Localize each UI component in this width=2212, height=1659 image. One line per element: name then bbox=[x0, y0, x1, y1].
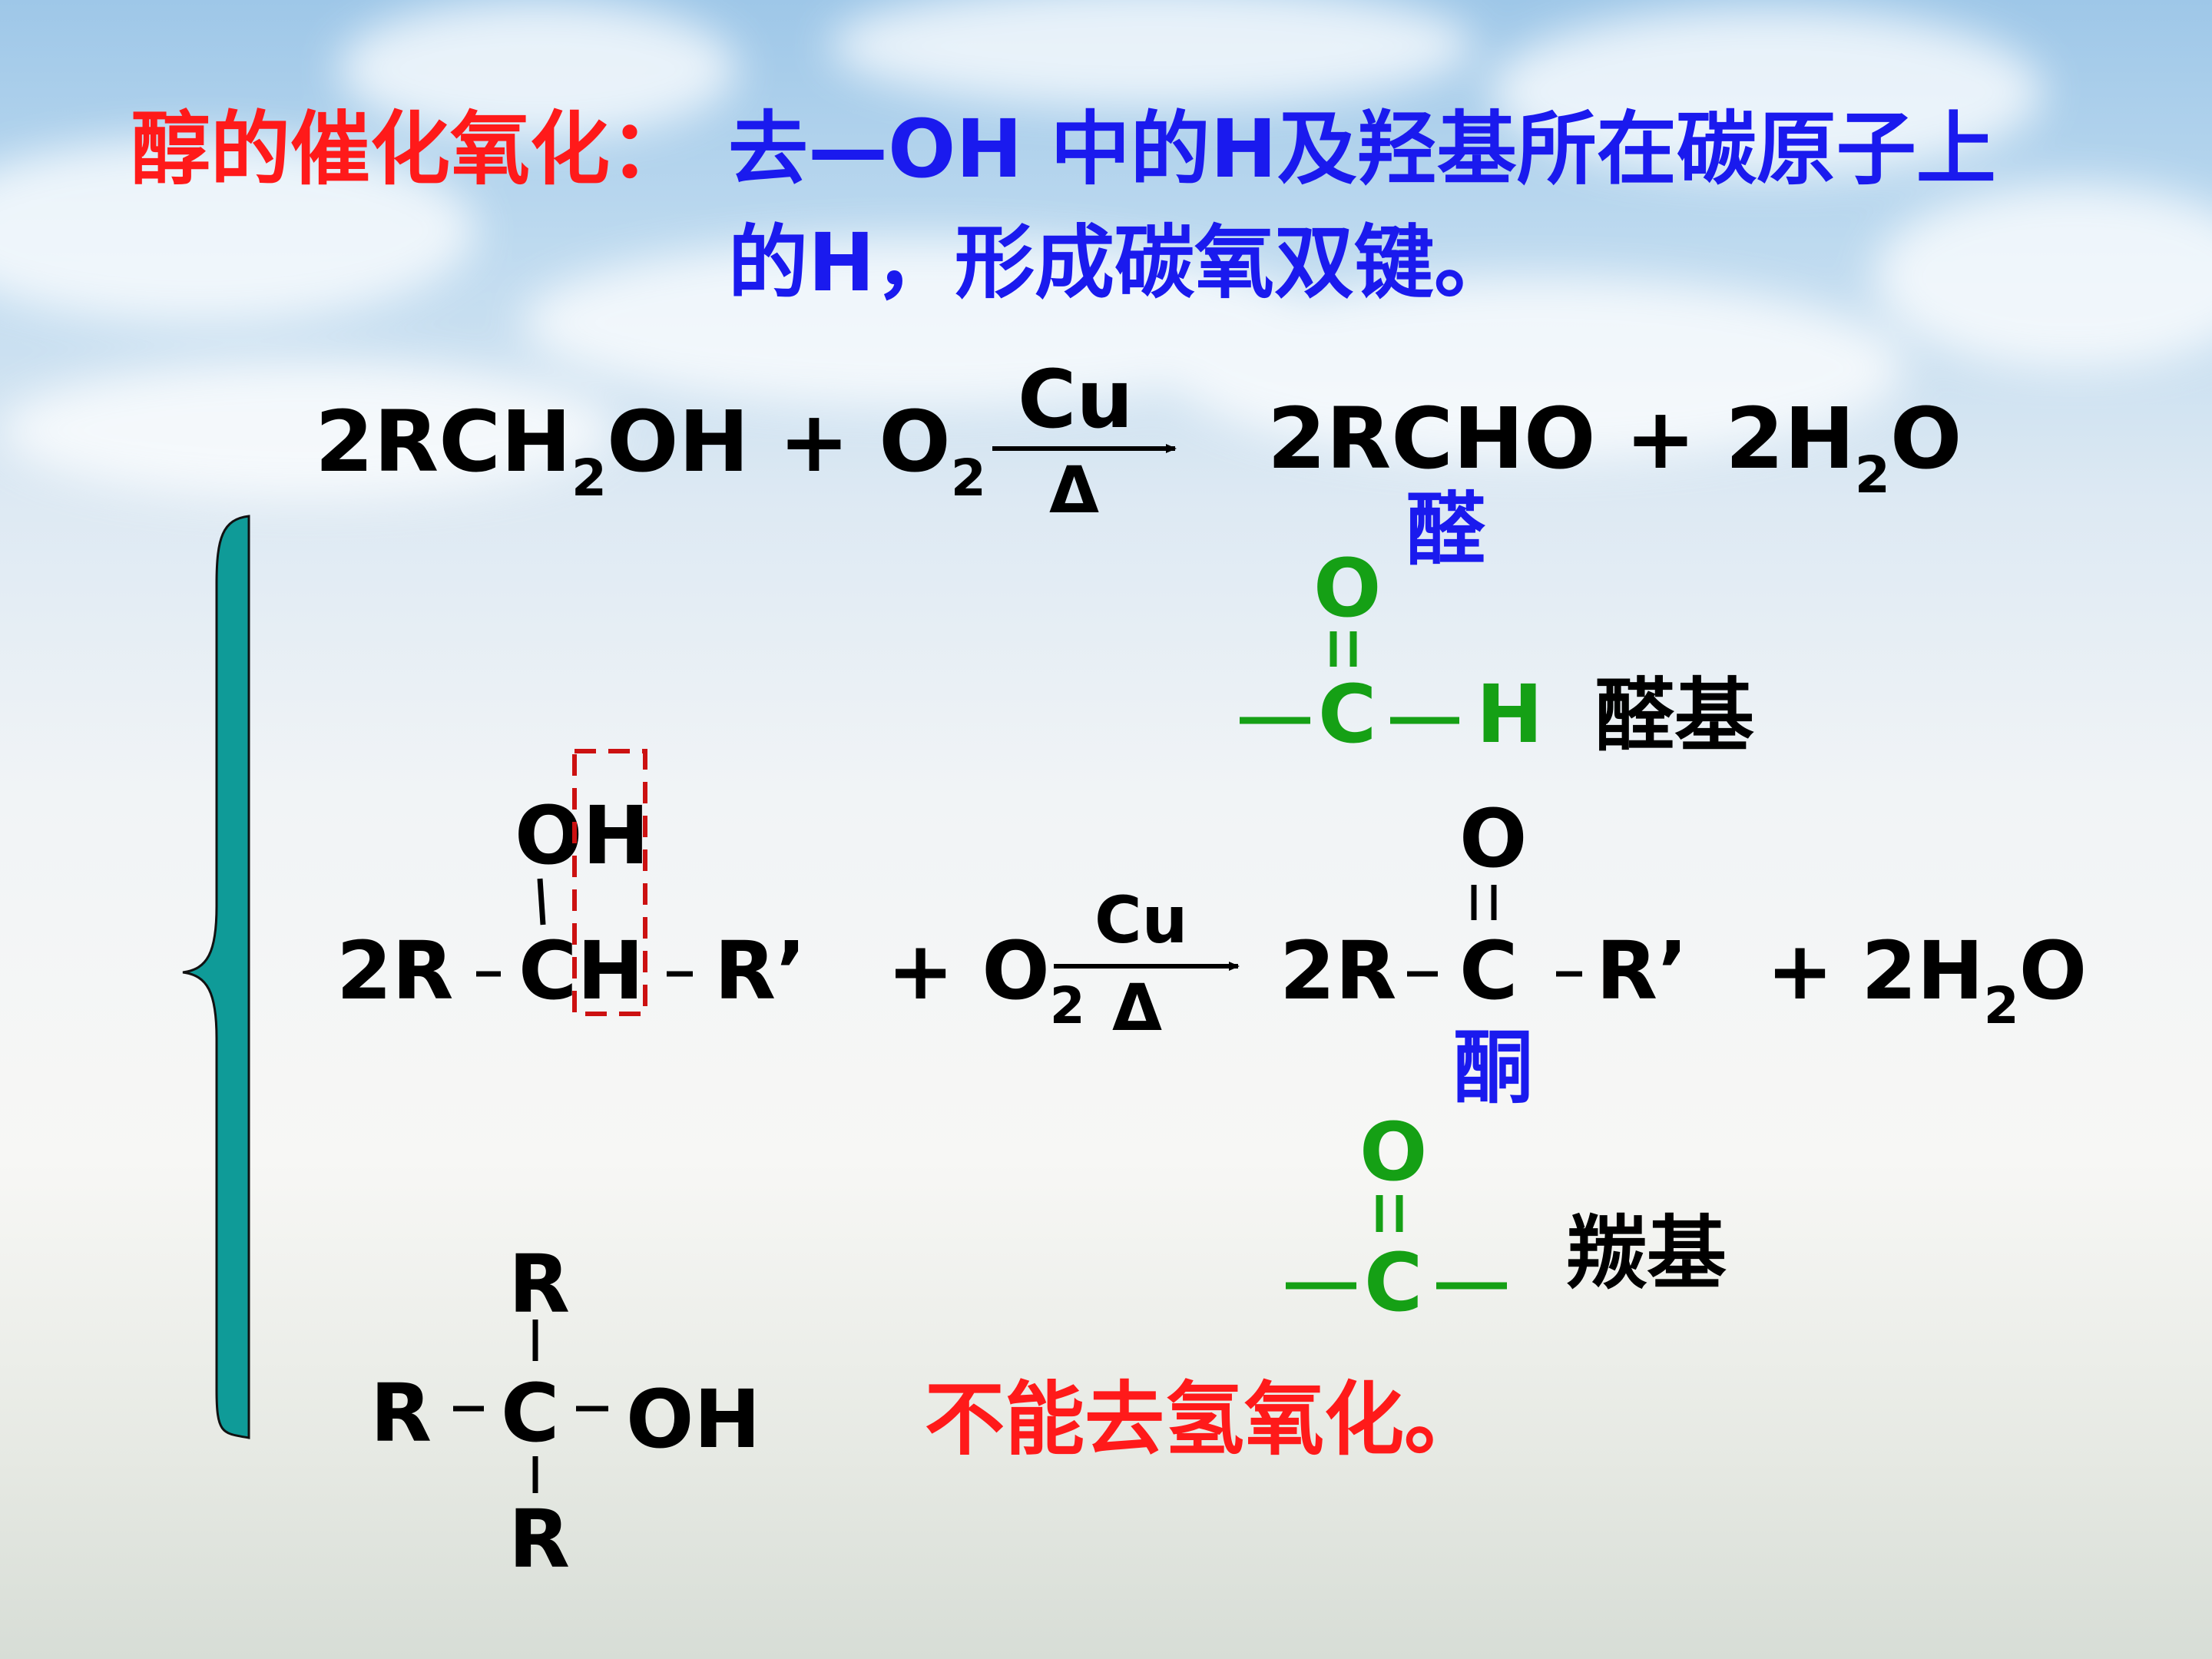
aldehyde-o-atom: O bbox=[1313, 541, 1382, 635]
reaction2-o2: + O2 bbox=[887, 924, 1085, 1035]
aldehyde-class-label: 醛 bbox=[1406, 483, 1486, 577]
aldehyde-c-atom: C bbox=[1318, 667, 1377, 761]
carbonyl-o-atom: O bbox=[1359, 1105, 1428, 1199]
tertiary-top-r: R bbox=[508, 1237, 571, 1331]
carbonyl-c-atom: C bbox=[1364, 1236, 1423, 1330]
left-brace bbox=[182, 515, 250, 1439]
ketone-left-r: 2R bbox=[1280, 924, 1397, 1018]
reaction2-right-r: R’ bbox=[714, 924, 806, 1018]
reaction1-catalyst: Cu bbox=[1018, 353, 1134, 446]
reaction1-condition: Δ bbox=[1049, 452, 1100, 528]
title-text-line2: 的H，形成碳氧双键。 bbox=[728, 216, 1515, 310]
reaction2-left-r: 2R bbox=[336, 924, 454, 1018]
ketone-o-atom: O bbox=[1459, 792, 1528, 886]
tertiary-bottom-r: R bbox=[508, 1492, 571, 1586]
aldehyde-h-atom: H bbox=[1476, 667, 1544, 761]
reaction2-water: + 2H2O bbox=[1767, 924, 2088, 1035]
tertiary-left-r: R bbox=[370, 1366, 432, 1460]
aldehyde-group-name: 醛基 bbox=[1594, 669, 1755, 763]
ketone-right-r: R’ bbox=[1596, 924, 1688, 1018]
ketone-c-atom: C bbox=[1459, 924, 1518, 1018]
reaction2-catalyst: Cu bbox=[1094, 882, 1188, 958]
reaction2-condition: Δ bbox=[1112, 970, 1163, 1045]
reaction2-ch: CH bbox=[518, 924, 644, 1018]
aldehyde-bonds bbox=[1240, 631, 1459, 724]
carbonyl-group-name: 羰基 bbox=[1567, 1207, 1727, 1300]
reaction1-reactants: 2RCH2OH + O2 bbox=[315, 392, 986, 508]
sky-clouds bbox=[0, 0, 2212, 499]
ketone-class-label: 酮 bbox=[1453, 1021, 1534, 1114]
tertiary-c-atom: C bbox=[501, 1366, 560, 1460]
title-label: 醇的催化氧化： bbox=[131, 102, 690, 196]
reaction1-products: 2RCHO + 2H2O bbox=[1267, 389, 1962, 505]
tertiary-note: 不能去氢氧化。 bbox=[925, 1373, 1485, 1466]
carbonyl-bonds bbox=[1286, 1195, 1507, 1290]
reaction2-bonds bbox=[476, 878, 1582, 977]
reaction2-oh: OH bbox=[515, 789, 650, 882]
title-text-line1: 去—OH 中的H及羟基所在碳原子上 bbox=[728, 102, 1996, 196]
tertiary-bonds bbox=[453, 1320, 608, 1493]
tertiary-oh: OH bbox=[626, 1373, 761, 1466]
h-atoms-highlight-box bbox=[572, 749, 647, 1016]
